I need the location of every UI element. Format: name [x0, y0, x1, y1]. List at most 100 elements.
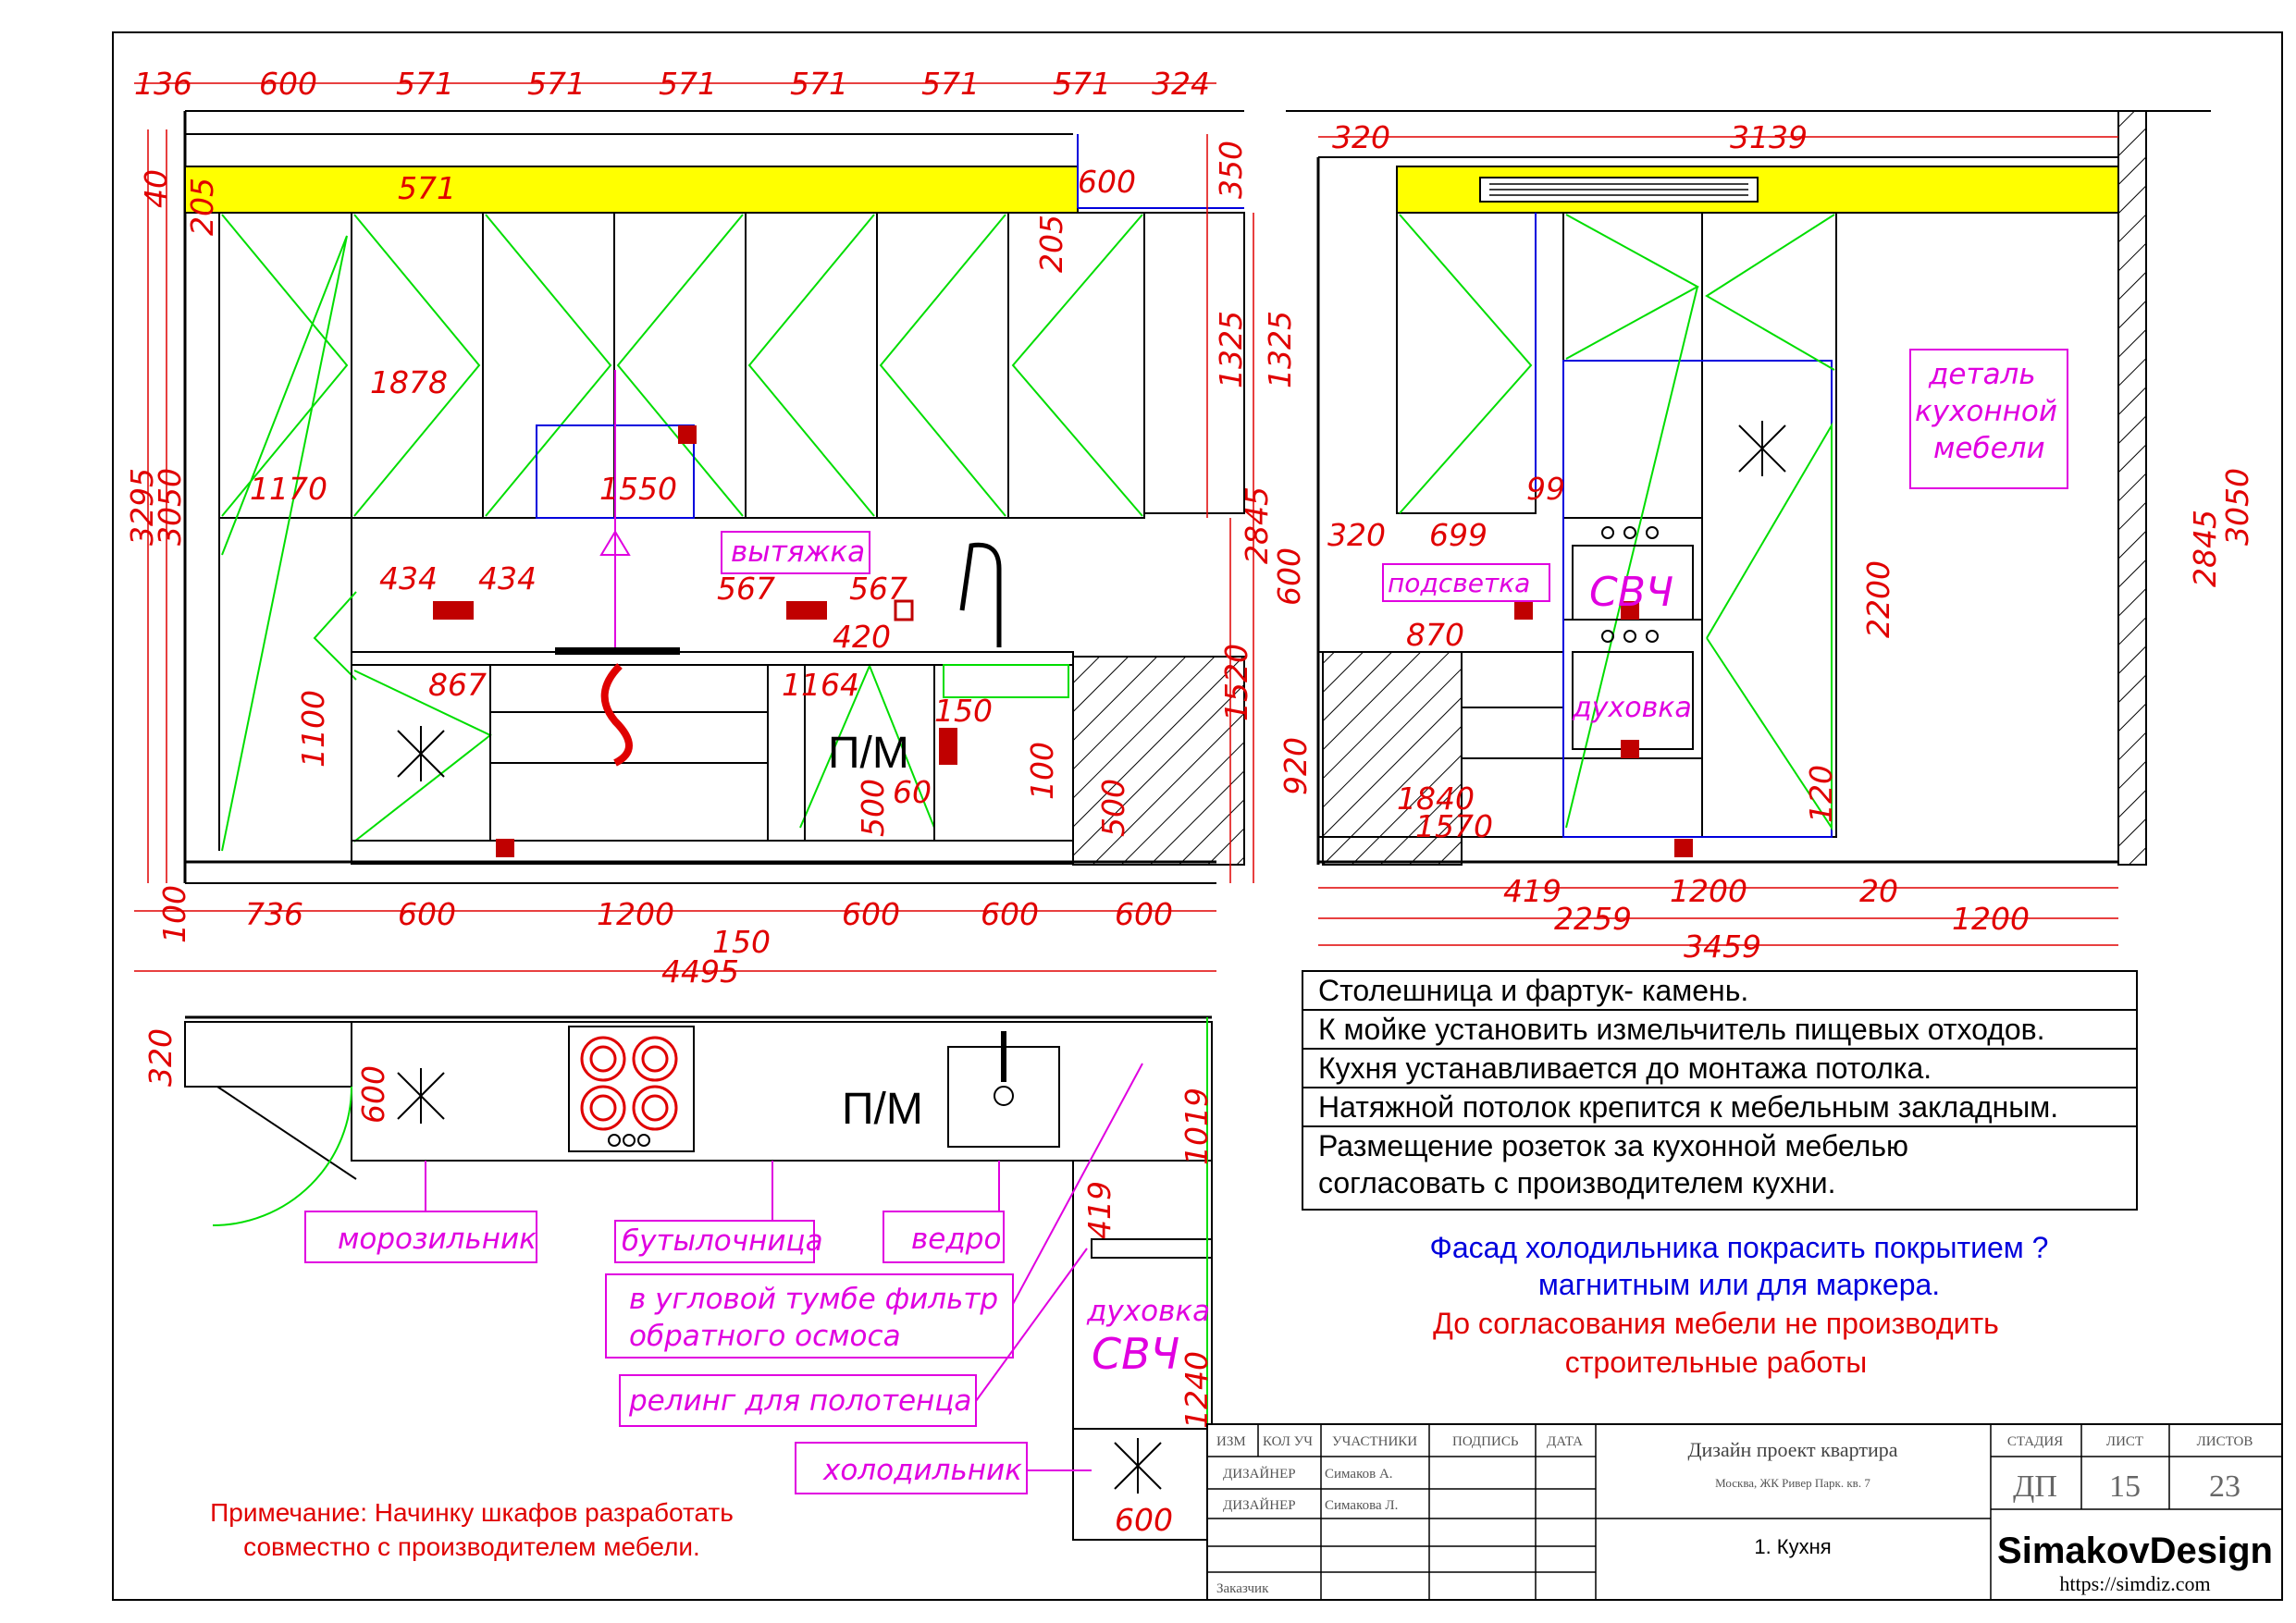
note-1: Столешница и фартук- камень. — [1318, 974, 1748, 1007]
blue-note-2: магнитным или для маркера. — [1538, 1268, 1940, 1301]
door-opening-lines — [221, 214, 1143, 852]
dim-736: 736 — [245, 896, 303, 932]
dim-100: 100 — [156, 885, 192, 943]
dim-567-b: 567 — [849, 571, 907, 607]
note-5: Размещение розеток за кухонной мебелью — [1318, 1129, 1908, 1162]
dim-3050: 3050 — [152, 468, 188, 546]
tb-h-stage: СТАДИЯ — [2007, 1434, 2063, 1449]
tb-uch: УЧАСТНИКИ — [1332, 1434, 1417, 1449]
dim-1840: 1840 — [1397, 781, 1475, 817]
label-filter-2: обратного осмоса — [629, 1320, 901, 1353]
plan-dim-600b: 600 — [1115, 1502, 1173, 1538]
dim-571-6: 571 — [1053, 66, 1111, 102]
freezer-symbol-icon — [397, 726, 445, 781]
label-svch: СВЧ — [1589, 569, 1673, 616]
red-note-1: До согласования мебели не производить — [1433, 1307, 1999, 1340]
dim-2845-right: 2845 — [2187, 510, 2223, 587]
dim-1200-a: 1200 — [1670, 873, 1747, 909]
dim-600-b1: 600 — [398, 896, 456, 932]
tb-url: https://simdiz.com — [2059, 1572, 2210, 1595]
dim-1100: 1100 — [295, 690, 331, 768]
note-3: Кухня устанавливается до монтажа потолка… — [1318, 1051, 1932, 1085]
label-holodilnik: холодильник — [822, 1454, 1022, 1487]
footnote-1: Примечание: Начинку шкафов разработать — [210, 1498, 734, 1527]
dim-600-b3: 600 — [981, 896, 1039, 932]
dim-1550: 1550 — [599, 471, 677, 507]
dim-571-4: 571 — [790, 66, 848, 102]
tb-role2: ДИЗАЙНЕР — [1223, 1497, 1296, 1513]
title-block: ИЗМ КОЛ УЧ УЧАСТНИКИ ПОДПИСЬ ДАТА ДИЗАЙН… — [1206, 1423, 2283, 1601]
dim-571-1: 571 — [396, 66, 454, 102]
dim-870: 870 — [1406, 617, 1464, 653]
dim-1170: 1170 — [250, 471, 327, 507]
dim-3459: 3459 — [1684, 928, 1761, 965]
dim-1520: 1520 — [1218, 644, 1254, 721]
dim-571-cornice: 571 — [398, 170, 456, 206]
label-butylochnica: бутылочница — [622, 1224, 823, 1258]
tb-stage: ДП — [2013, 1469, 2057, 1504]
dim-920: 920 — [1278, 737, 1314, 795]
dim-99: 99 — [1526, 471, 1565, 507]
dim-434-b: 434 — [478, 560, 537, 596]
dim-100-v: 100 — [1024, 742, 1060, 800]
label-detail-3: мебели — [1933, 432, 2045, 465]
dim-600-blue: 600 — [1078, 164, 1136, 200]
dim-600-top: 600 — [259, 66, 317, 102]
dim-205-b: 205 — [1033, 215, 1069, 273]
plan-fridge-icon — [1114, 1438, 1162, 1494]
tb-sheet-title: 1. Кухня — [1754, 1535, 1831, 1558]
tb-h-sheet: ЛИСТ — [2106, 1434, 2143, 1449]
left-inner-dimensions: 571 600 1878 1170 1550 434 434 567 567 4… — [124, 141, 1307, 943]
plan-label-svch: СВЧ — [1092, 1329, 1179, 1379]
bottom-dimension-chain: 736 600 1200 600 600 600 150 4495 — [245, 896, 1173, 990]
label-vytyazhka: вытяжка — [731, 535, 865, 569]
label-detail-2: кухонной — [1915, 395, 2057, 428]
dim-420: 420 — [833, 619, 891, 655]
notes-table: Столешница и фартук- камень. К мойке уст… — [1302, 970, 2138, 1211]
dim-600-b4: 600 — [1115, 896, 1173, 932]
label-reling: релинг для полотенца — [628, 1384, 971, 1418]
dim-205-a: 205 — [184, 178, 220, 236]
cornice-yellow — [184, 166, 1079, 214]
dim-1878: 1878 — [370, 364, 448, 400]
tb-name2: Симакова Л. — [1325, 1498, 1398, 1513]
cooktop-icon — [568, 1026, 695, 1152]
dim-3050-right: 3050 — [2219, 468, 2255, 546]
socket-icons — [433, 425, 957, 857]
dim-20: 20 — [1859, 873, 1898, 909]
fridge-symbol-icon — [1738, 421, 1786, 476]
dim-324: 324 — [1152, 66, 1210, 102]
plan-label-pm: П/М — [842, 1085, 923, 1134]
dim-571-5: 571 — [921, 66, 980, 102]
note-4: Натяжной потолок крепится к мебельным за… — [1318, 1090, 2058, 1124]
tb-brand-logo: SimakovDesign — [1997, 1531, 2273, 1571]
dim-40: 40 — [138, 169, 174, 208]
dim-150-a: 150 — [934, 693, 993, 729]
colored-notes: Фасад холодильника покрасить покрытием ?… — [210, 1231, 2048, 1561]
dim-1570: 1570 — [1415, 808, 1493, 844]
plan-view: П/М 320 600 1019 419 1240 600 морозильни… — [142, 1015, 1215, 1541]
dim-1164: 1164 — [782, 667, 859, 703]
note-2: К мойке установить измельчитель пищевых … — [1318, 1013, 2045, 1046]
dim-120: 120 — [1803, 765, 1839, 823]
tb-project: Дизайн проект квартира — [1687, 1438, 1897, 1461]
wall-hatch-right — [2117, 110, 2147, 866]
dim-1325-a: 1325 — [1213, 311, 1249, 388]
footnote-2: совместно с производителем мебели. — [243, 1532, 700, 1561]
tb-h-sheets: ЛИСТОВ — [2197, 1434, 2253, 1449]
tb-izm: ИЗМ — [1216, 1434, 1246, 1449]
dim-150: 150 — [712, 924, 771, 960]
plan-dim-419: 419 — [1081, 1181, 1117, 1239]
label-pm: П/М — [828, 729, 909, 778]
dim-600-vert: 600 — [1271, 547, 1307, 606]
dim-434-a: 434 — [379, 560, 438, 596]
dim-3295: 3295 — [124, 468, 160, 546]
dim-699: 699 — [1429, 517, 1487, 553]
dim-320-b: 320 — [1327, 517, 1386, 553]
tb-sheet: 15 — [2109, 1469, 2141, 1504]
plan-dim-320: 320 — [142, 1028, 179, 1087]
dim-500-a: 500 — [855, 779, 891, 837]
plan-freezer-icon — [397, 1068, 445, 1124]
tb-address: Москва, ЖК Ривер Парк. кв. 7 — [1715, 1476, 1870, 1490]
dim-350: 350 — [1213, 141, 1249, 199]
